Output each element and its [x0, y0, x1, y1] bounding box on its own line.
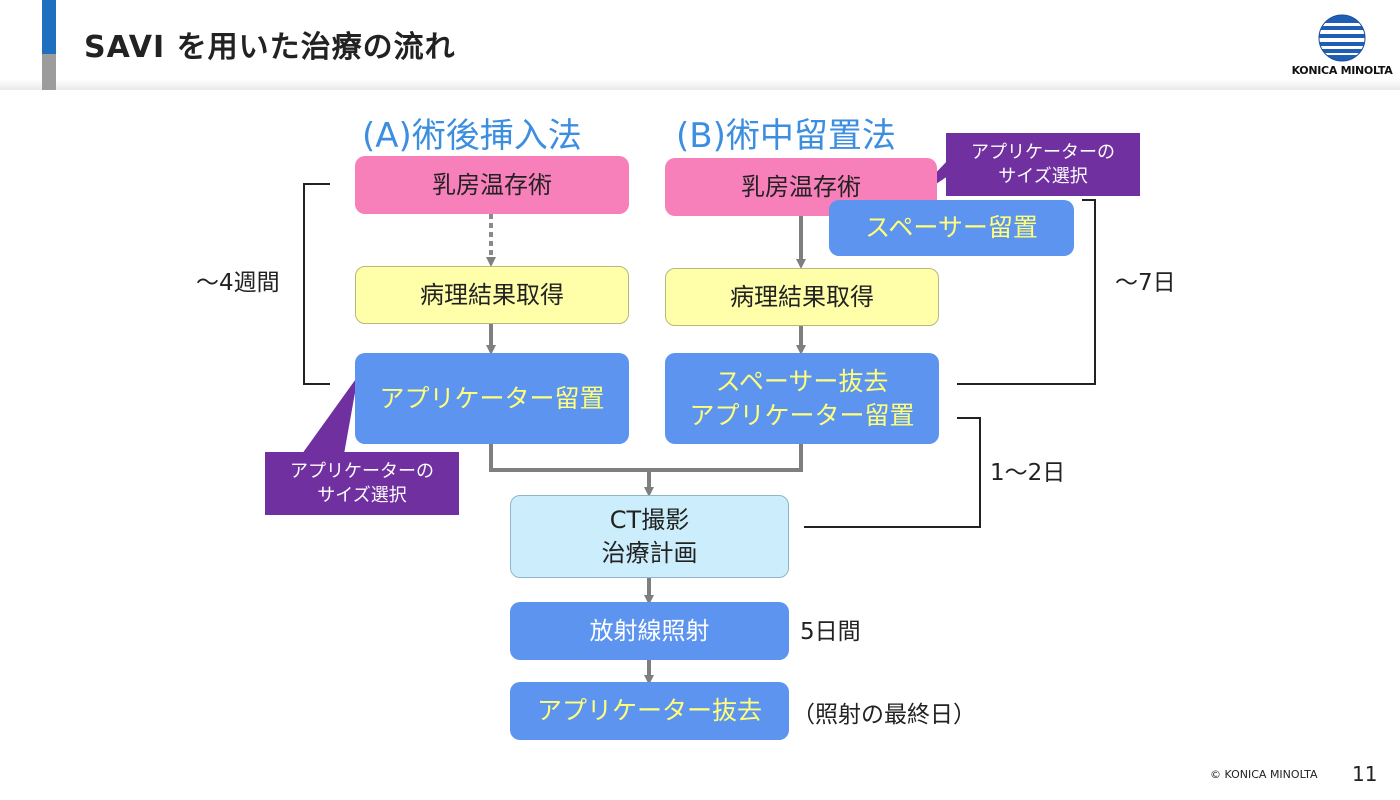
callout-left-pointer: [302, 376, 358, 454]
merge-line: [489, 444, 803, 472]
bracket-7days: [957, 199, 1096, 385]
header-accent-bar: [42, 0, 56, 90]
b-spacer-placement: スペーサー留置: [829, 200, 1074, 256]
konica-minolta-logo: KONICA MINOLTA: [1290, 14, 1394, 80]
slide-header: SAVI を用いた治療の流れ KONICA MINOLTA: [0, 0, 1400, 90]
page-title: SAVI を用いた治療の流れ: [84, 30, 456, 65]
removal-note: （照射の最終日）: [792, 702, 976, 728]
duration-5-days: 5日間: [800, 619, 861, 645]
ct-line2: 治療計画: [601, 538, 698, 567]
column-b-title: (B)術中留置法: [676, 116, 896, 156]
a-pathology-result: 病理結果取得: [355, 266, 629, 324]
b-spacer-removal-applicator-placement: スペーサー抜去 アプリケーター留置: [665, 353, 939, 444]
applicator-removal: アプリケーター抜去: [510, 682, 789, 740]
page-number: 11: [1352, 762, 1378, 786]
logo-wordmark: KONICA MINOLTA: [1291, 64, 1393, 77]
callout-top-line1: アプリケーターの: [971, 142, 1115, 164]
callout-size-selection-left: アプリケーターの サイズ選択: [265, 452, 459, 515]
duration-7-days: ～7日: [1115, 270, 1176, 296]
radiation-therapy: 放射線照射: [510, 602, 789, 660]
duration-1-2-days: 1～2日: [990, 460, 1066, 486]
ct-imaging-treatment-planning: CT撮影 治療計画: [510, 495, 789, 578]
duration-4-weeks: ～4週間: [196, 270, 280, 296]
callout-left-line2: サイズ選択: [317, 484, 407, 506]
callout-left-line1: アプリケーターの: [290, 461, 434, 483]
b-step3-line2: アプリケーター留置: [689, 400, 915, 430]
b-step3-line1: スペーサー抜去: [715, 366, 889, 396]
bracket-1-2days: [804, 417, 981, 528]
copyright: © KONICA MINOLTA: [1210, 768, 1318, 781]
ct-line1: CT撮影: [609, 506, 690, 535]
globe-icon: [1318, 14, 1366, 62]
b-pathology-result: 病理結果取得: [665, 268, 939, 326]
a-breast-conserving-surgery: 乳房温存術: [355, 156, 629, 214]
column-a-title: (A)術後挿入法: [362, 116, 582, 156]
a-applicator-placement: アプリケーター留置: [355, 353, 629, 444]
callout-top-line2: サイズ選択: [998, 165, 1088, 187]
bracket-4weeks: [303, 183, 330, 385]
callout-size-selection-top: アプリケーターの サイズ選択: [946, 133, 1140, 196]
